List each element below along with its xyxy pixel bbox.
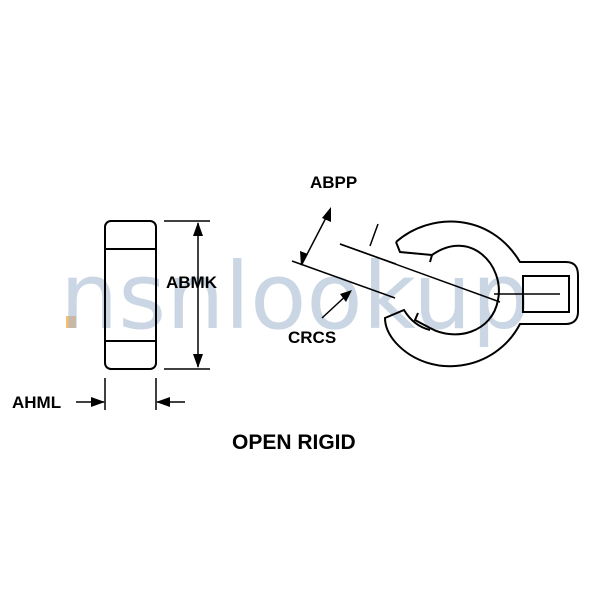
side-view	[76, 220, 210, 410]
clamp-outline	[383, 220, 579, 368]
abpp-arrow-lower	[300, 251, 308, 266]
ahml-arrow-left	[91, 397, 105, 407]
abpp-extension-upper	[339, 243, 397, 265]
crcs-arrow	[340, 290, 352, 302]
clamp-gap-upper	[395, 241, 434, 263]
clamp-bore	[413, 244, 500, 336]
label-ahml: AHML	[12, 393, 61, 412]
abpp-arrow-upper	[322, 207, 331, 222]
side-view-body	[104, 220, 157, 370]
end-view	[291, 207, 579, 368]
abmk-arrow-top	[193, 222, 203, 236]
diagram-caption: OPEN RIGID	[232, 431, 356, 454]
label-crcs: CRCS	[288, 328, 336, 347]
watermark: nsnlookup	[60, 243, 530, 350]
abpp-gap-tick	[369, 223, 379, 247]
abmk-arrow-bottom	[193, 354, 203, 368]
abpp-extension-lower	[291, 260, 396, 299]
label-abpp: ABPP	[310, 173, 357, 192]
watermark-dot	[66, 316, 76, 328]
watermark-text: nsnlookup	[60, 243, 530, 350]
ahml-arrow-right	[156, 397, 170, 407]
label-abmk: ABMK	[166, 273, 218, 292]
